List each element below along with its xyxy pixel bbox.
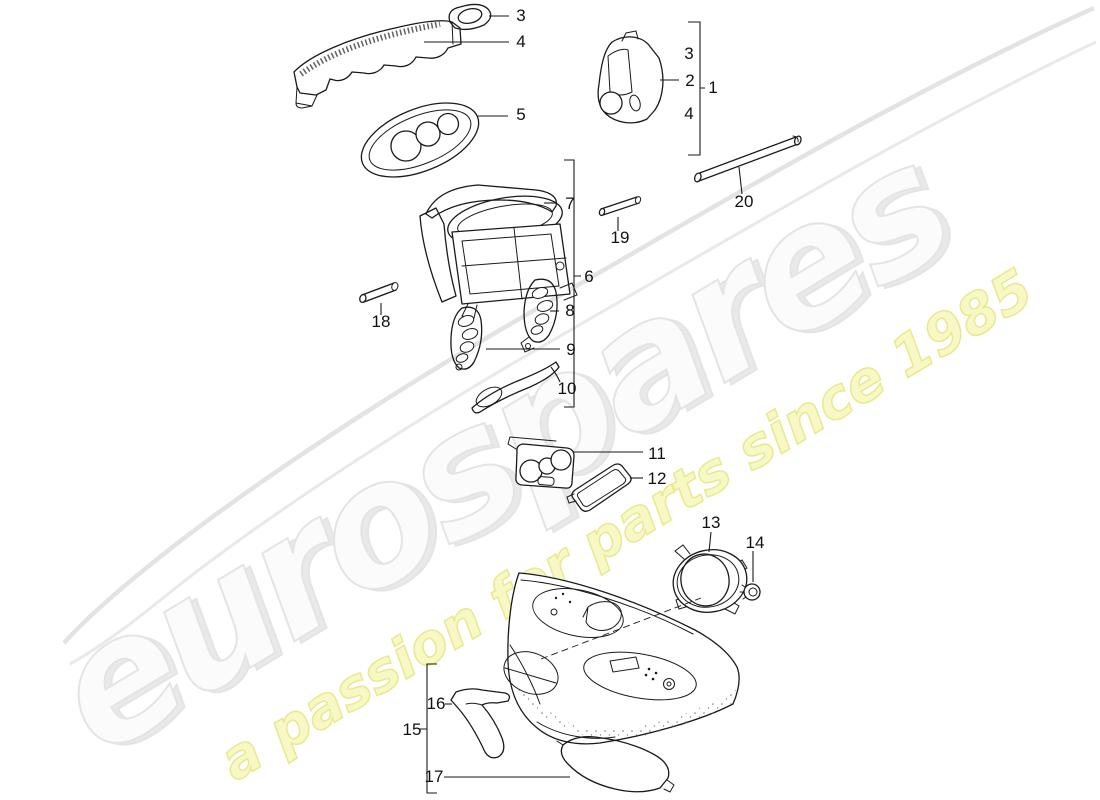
- callout-label-19: 19: [611, 228, 630, 247]
- part-14-grommet: [739, 583, 761, 601]
- part-3-cap: [448, 3, 492, 31]
- part-7-vent-housing: [419, 184, 578, 319]
- callout-label-16: 16: [427, 694, 446, 713]
- bracket-6: [564, 159, 581, 408]
- part-20-rod: [693, 135, 802, 183]
- part-13-speaker: [672, 544, 748, 615]
- callout-label-20: 20: [735, 192, 754, 211]
- parts-artwork: [293, 3, 802, 793]
- part-16-door-handle: [450, 688, 511, 759]
- callout-lines: [380, 15, 754, 794]
- callout-label-3: 3: [684, 44, 693, 63]
- door-panel: [503, 572, 740, 745]
- part-9-vent-grille: [450, 306, 483, 371]
- callout-label-3: 3: [516, 6, 525, 25]
- watermark-brand-text: eurospares: [20, 108, 981, 793]
- callout-label-9: 9: [566, 340, 575, 359]
- callout-label-6: 6: [584, 267, 593, 286]
- part-5-instrument-bezel: [360, 102, 480, 178]
- callout-label-8: 8: [565, 301, 574, 320]
- callout-label-18: 18: [372, 312, 391, 331]
- part-19-pin: [598, 196, 642, 217]
- callout-label-11: 11: [648, 444, 666, 463]
- part-8-vent-grille: [520, 278, 558, 353]
- callout-label-15: 15: [403, 720, 422, 739]
- callout-label-2: 2: [685, 71, 694, 90]
- watermark-swoosh: [62, 5, 1097, 666]
- callout-label-10: 10: [558, 379, 577, 398]
- bracket-15: [419, 663, 437, 794]
- callout-label-4: 4: [516, 32, 525, 51]
- callout-label-1: 1: [708, 78, 717, 97]
- callout-label-7: 7: [565, 194, 574, 213]
- callout-label-5: 5: [516, 105, 525, 124]
- part-17-door-pocket: [556, 736, 675, 793]
- part-12-frame: [566, 463, 632, 512]
- part-2-side-vent: [597, 30, 664, 124]
- callout-label-14: 14: [746, 533, 765, 552]
- callout-label-4: 4: [684, 104, 693, 123]
- callout-label-12: 12: [648, 469, 667, 488]
- part-4-dash-top-trim: [293, 20, 462, 109]
- callout-label-17: 17: [425, 767, 444, 786]
- part-10-trim-strip: [471, 361, 560, 414]
- part-11-switch-panel: [507, 436, 575, 489]
- callout-label-13: 13: [702, 513, 721, 532]
- bracket-1: [688, 21, 705, 156]
- part-18-pin: [359, 282, 399, 304]
